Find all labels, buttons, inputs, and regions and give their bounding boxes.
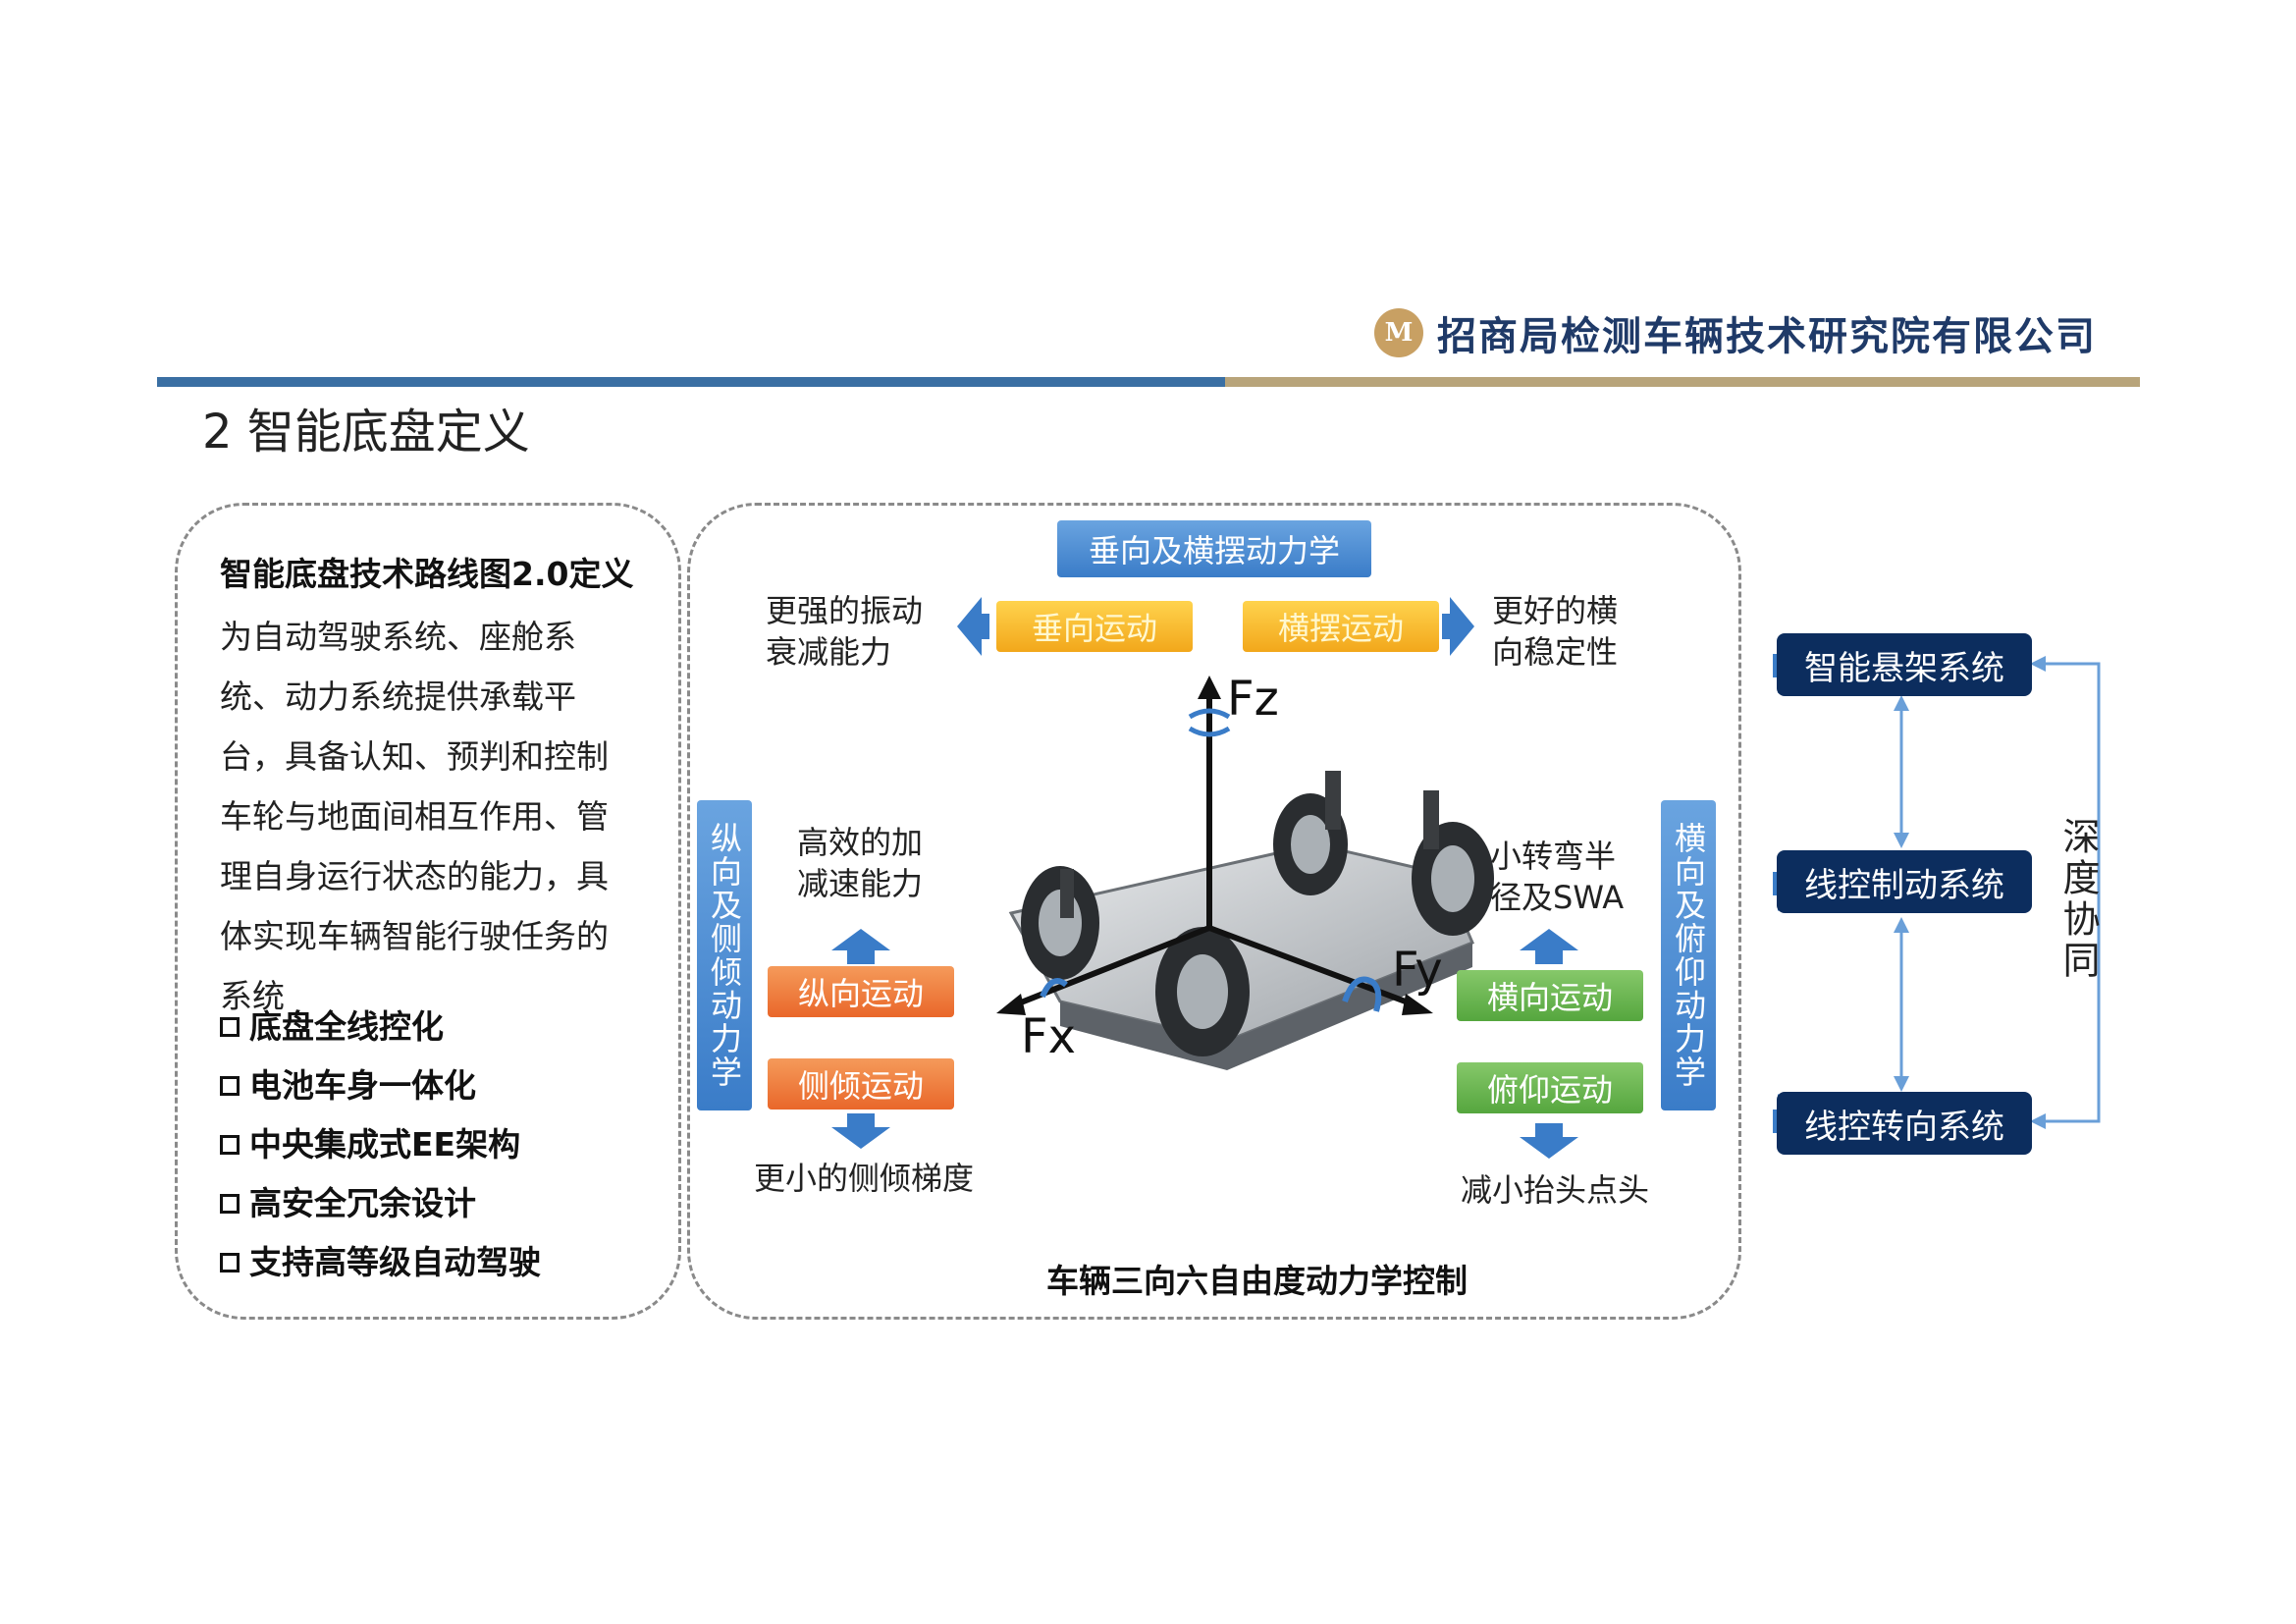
arrow-up-icon [1520,929,1578,964]
system-connector [1899,662,2101,1123]
text-pitch-effect: 减小抬头点头 [1461,1171,1650,1209]
axis-z-label: Fz [1227,672,1279,727]
pill-pitch-motion: 俯仰运动 [1457,1062,1643,1113]
wheel-icon [1412,822,1494,936]
rotation-y-icon [1342,976,1382,1012]
company-logo-icon: M [1374,308,1423,357]
arrow-up-icon [831,929,890,964]
checkbox-icon [220,1253,240,1272]
text-longitudinal-effect-1: 高效的加 [797,824,924,861]
text-roll-effect: 更小的侧倾梯度 [754,1160,975,1197]
feature-list: 底盘全线控化 电池车身一体化 中央集成式EE架构 高安全冗余设计 支持高等级自动… [220,998,541,1292]
definition-title: 智能底盘技术路线图2.0定义 [220,555,634,593]
dynamics-caption: 车辆三向六自由度动力学控制 [1046,1262,1468,1300]
rotation-z-icon [1188,708,1231,720]
text-lateral-effect-2: 径及SWA [1490,879,1625,916]
dynamics-panel [687,503,1741,1320]
axis-y-arrow [1207,925,1433,1015]
pill-longitudinal-motion: 纵向运动 [768,966,954,1017]
text-vertical-effect-2: 衰减能力 [766,633,892,671]
text-yaw-effect-2: 向稳定性 [1492,633,1619,671]
arrow-right-icon [1442,597,1474,656]
pill-vertical-motion: 垂向运动 [996,601,1193,652]
pill-yaw-motion: 横摆运动 [1243,601,1439,652]
chassis-illustration [1008,771,1494,1070]
text-vertical-effect-1: 更强的振动 [766,592,924,629]
checkbox-icon [220,1135,240,1155]
system-steer-by-wire: 线控转向系统 [1777,1092,2032,1155]
label-vertical-yaw-dynamics: 垂向及横摆动力学 [1057,520,1371,577]
checkbox-icon [220,1076,240,1096]
feature-item: 支持高等级自动驾驶 [220,1233,541,1292]
page-title: 2 智能底盘定义 [202,405,530,460]
arrow-down-icon [831,1113,890,1149]
company-name: 招商局检测车辆技术研究院有限公司 [1437,314,2097,359]
header-divider-blue [157,377,1225,387]
feature-item: 中央集成式EE架构 [220,1115,541,1174]
axis-z-arrow [1198,676,1221,928]
checkbox-icon [220,1017,240,1037]
axis-x-label: Fx [1021,1009,1077,1064]
arrow-left-icon [957,597,989,656]
system-smart-suspension: 智能悬架系统 [1777,633,2032,696]
text-lateral-effect-1: 小转弯半 [1490,838,1617,875]
header-divider-gold [1225,377,2140,387]
text-yaw-effect-1: 更好的横 [1492,592,1619,629]
pill-lateral-motion: 横向运动 [1457,970,1643,1021]
coordination-label: 深度协同 [2056,817,2100,982]
arrow-down-icon [1520,1123,1578,1159]
definition-body: 为自动驾驶系统、座舱系统、动力系统提供承载平台，具备认知、预判和控制车轮与地面间… [220,618,609,1015]
rotation-x-icon [1040,978,1068,999]
definition-panel [175,503,681,1320]
axis-y-label: Fy [1392,943,1443,998]
system-brake-by-wire: 线控制动系统 [1777,850,2032,913]
text-longitudinal-effect-2: 减速能力 [797,865,924,902]
feature-item: 底盘全线控化 [220,998,541,1056]
label-longitudinal-roll-dynamics: 纵向及侧倾动力学 [697,800,752,1110]
pill-roll-motion: 侧倾运动 [768,1058,954,1110]
feature-item: 高安全冗余设计 [220,1174,541,1233]
wheel-icon [1155,927,1250,1056]
checkbox-icon [220,1194,240,1214]
label-lateral-pitch-dynamics: 横向及俯仰动力学 [1661,800,1716,1110]
company-header: M 招商局检测车辆技术研究院有限公司 [1374,304,2097,361]
feature-item: 电池车身一体化 [220,1056,541,1115]
